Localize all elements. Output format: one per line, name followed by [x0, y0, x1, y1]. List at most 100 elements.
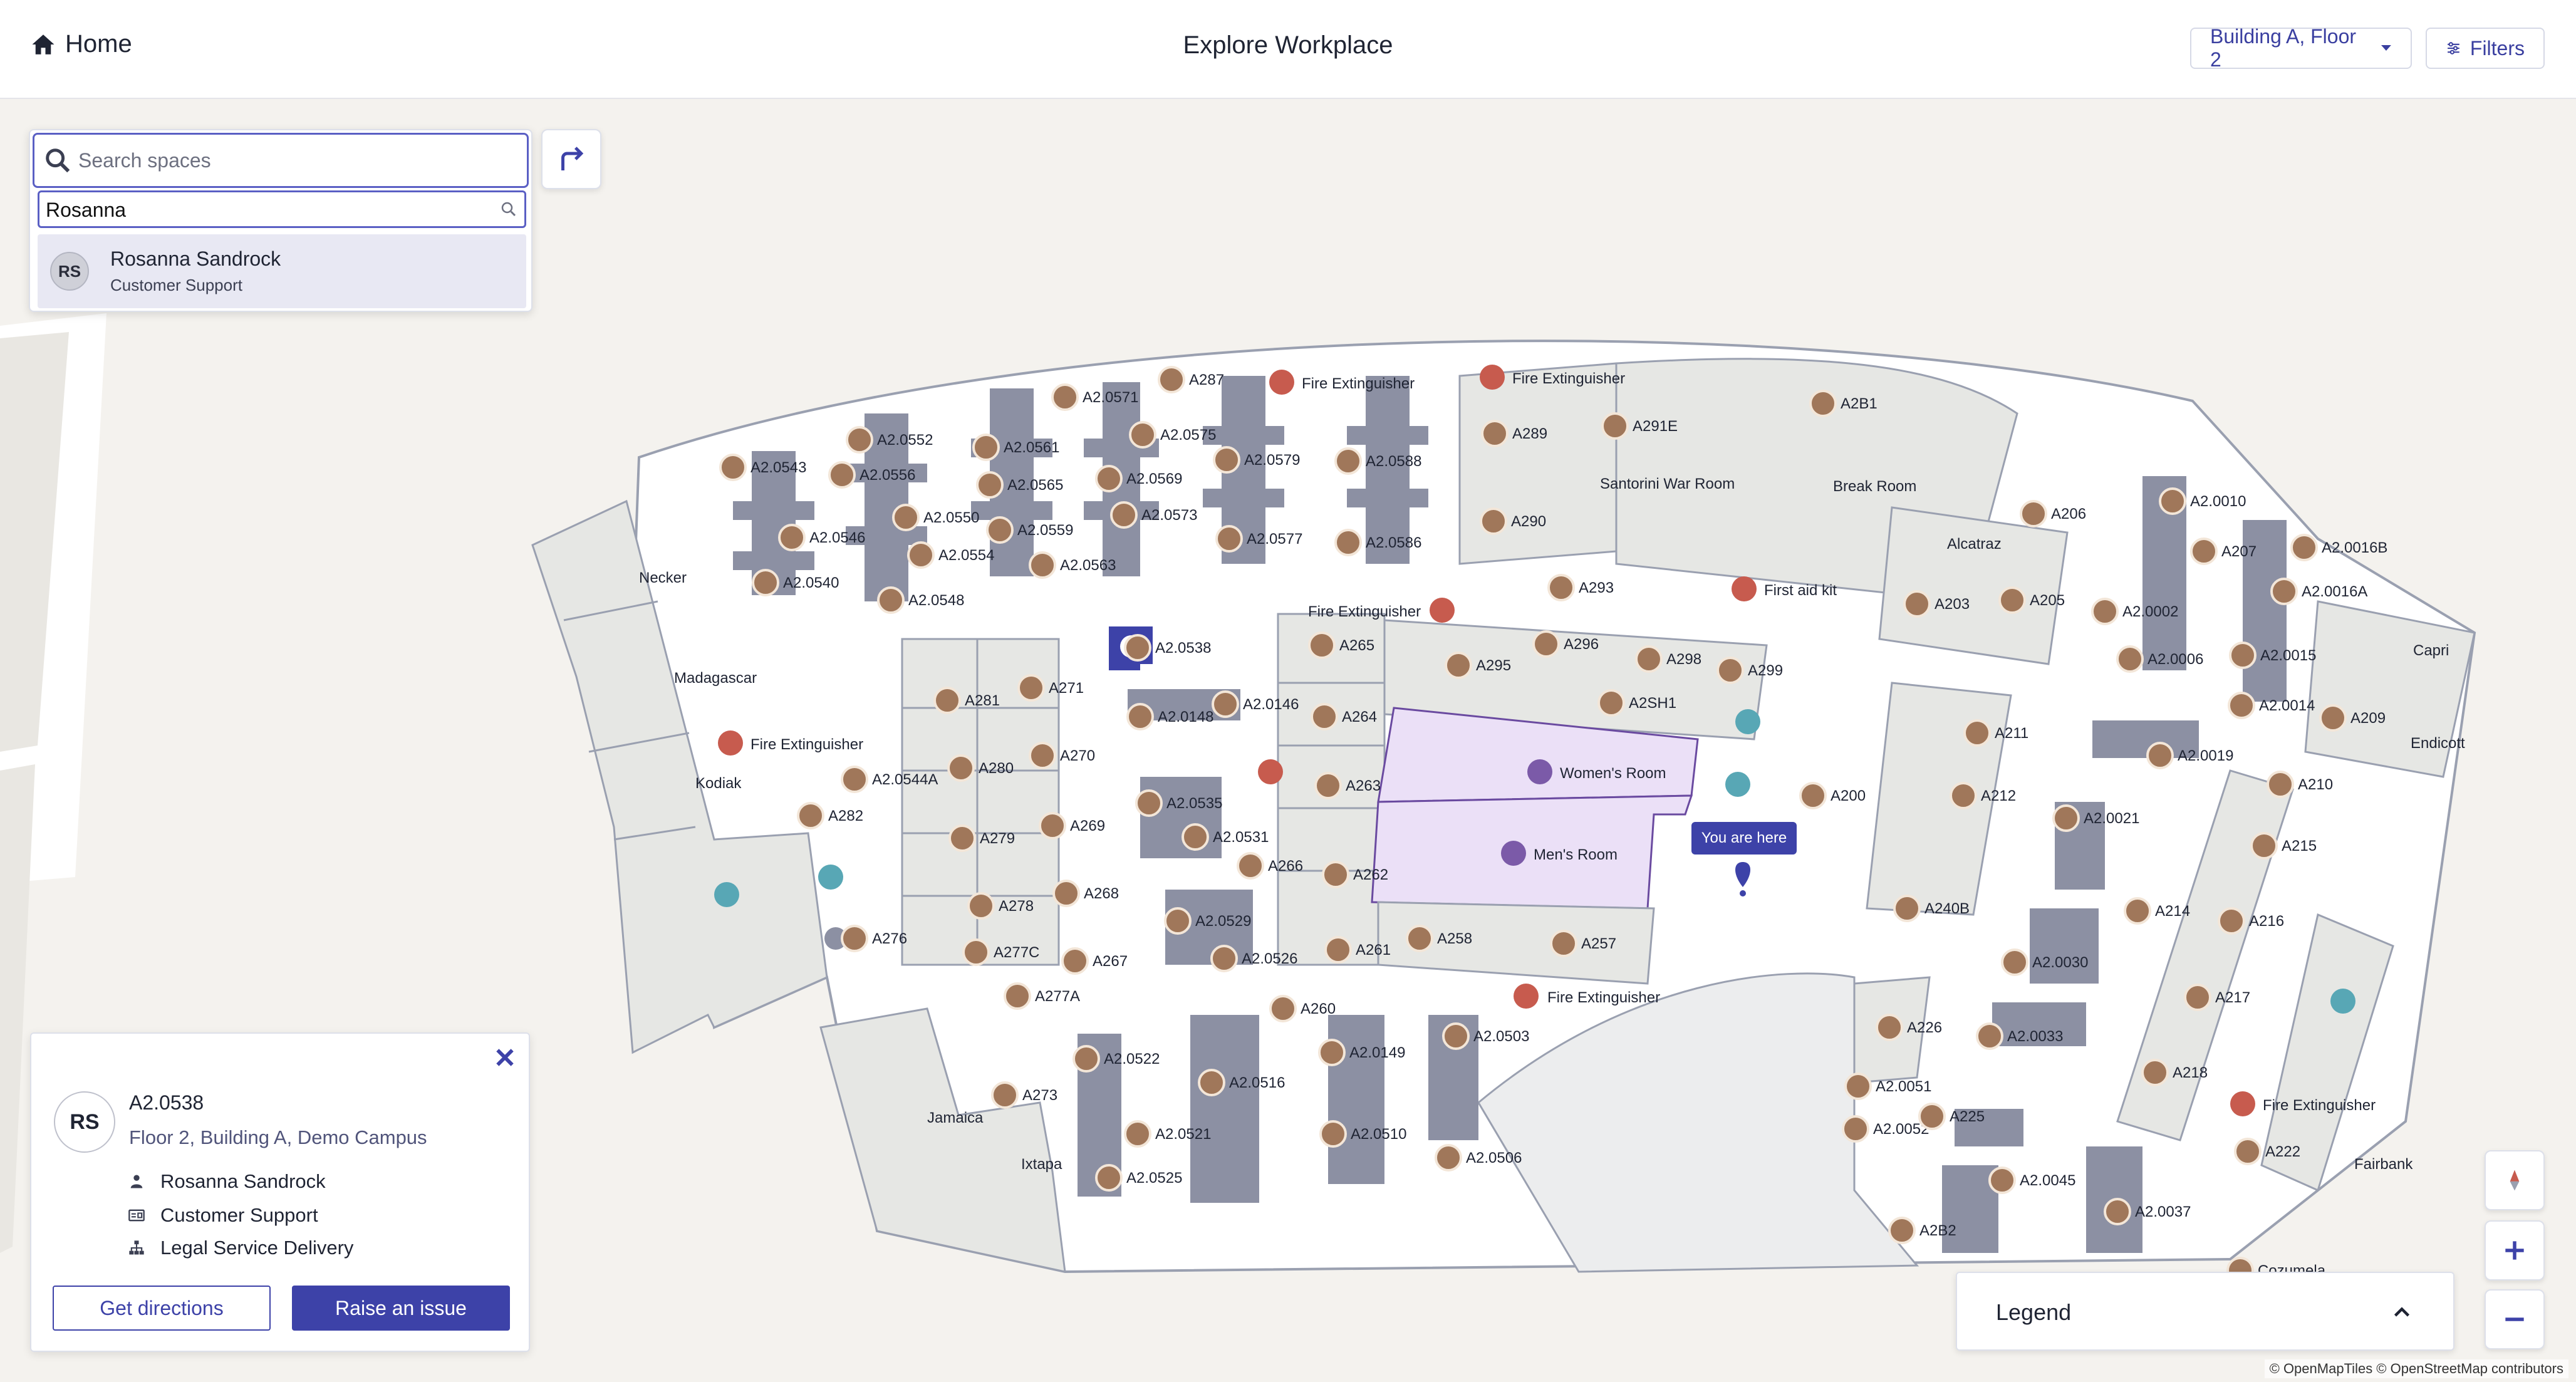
- desk-marker[interactable]: [841, 925, 868, 952]
- desk-marker[interactable]: [1237, 852, 1264, 880]
- desk-marker[interactable]: [1110, 501, 1138, 529]
- desk-marker[interactable]: [948, 824, 976, 852]
- desk-marker[interactable]: [1334, 447, 1362, 475]
- desk-marker[interactable]: [778, 524, 806, 551]
- desk-marker[interactable]: [1601, 412, 1629, 440]
- desk-marker[interactable]: [1597, 689, 1625, 717]
- desk-marker[interactable]: [1212, 690, 1239, 718]
- desk-marker[interactable]: [1547, 574, 1575, 601]
- desk-marker[interactable]: [1017, 674, 1045, 702]
- desk-marker[interactable]: [1311, 703, 1338, 730]
- desk-marker[interactable]: [1963, 719, 1991, 747]
- desk-marker[interactable]: [1998, 586, 2026, 614]
- desk-marker[interactable]: [976, 471, 1004, 499]
- desk-marker[interactable]: [1976, 1022, 2003, 1050]
- filters-button[interactable]: Filters: [2426, 28, 2545, 69]
- home-link[interactable]: Home: [30, 30, 132, 58]
- desk-marker[interactable]: [1903, 590, 1931, 618]
- desk-marker[interactable]: [2267, 771, 2294, 798]
- desk-marker[interactable]: [2229, 642, 2257, 669]
- desk-marker[interactable]: [1213, 446, 1240, 474]
- compass-button[interactable]: [2485, 1150, 2545, 1210]
- desk-marker[interactable]: [1481, 420, 1509, 447]
- desk-marker[interactable]: [2190, 538, 2218, 565]
- desk-marker[interactable]: [1095, 465, 1123, 492]
- desk-marker[interactable]: [1198, 1069, 1225, 1096]
- desk-marker[interactable]: [1988, 1166, 2016, 1194]
- desk-marker[interactable]: [1182, 823, 1209, 851]
- desk-marker[interactable]: [1842, 1115, 1869, 1143]
- floor-map[interactable]: Necker Madagascar Kodiak Jamaica Ixtapa …: [0, 99, 2576, 1382]
- desk-marker[interactable]: [2228, 692, 2255, 719]
- desk-marker[interactable]: [1029, 551, 1056, 579]
- desk-marker[interactable]: [719, 454, 747, 481]
- desk-marker[interactable]: [2052, 804, 2080, 832]
- desk-marker[interactable]: [1164, 907, 1192, 935]
- raise-issue-button[interactable]: Raise an issue: [292, 1286, 510, 1331]
- desk-marker[interactable]: [2184, 984, 2211, 1011]
- desk-marker[interactable]: [1004, 982, 1031, 1010]
- desk-marker[interactable]: [2290, 534, 2318, 561]
- search-input-wrapper[interactable]: [38, 190, 526, 228]
- desk-marker[interactable]: [1061, 947, 1089, 975]
- desk-marker[interactable]: [986, 516, 1014, 544]
- desk-marker[interactable]: [1716, 657, 1744, 684]
- directions-route-button[interactable]: [541, 129, 601, 189]
- desk-marker[interactable]: [1876, 1014, 1903, 1041]
- desk-marker[interactable]: [1126, 703, 1154, 730]
- desk-marker[interactable]: [1322, 861, 1349, 888]
- desk-marker[interactable]: [1918, 1103, 1946, 1130]
- desk-marker[interactable]: [2001, 948, 2028, 976]
- desk-marker[interactable]: [846, 426, 873, 454]
- desk-marker[interactable]: [1095, 1164, 1123, 1192]
- building-floor-selector[interactable]: Building A, Floor 2: [2190, 25, 2412, 71]
- legend-toggle[interactable]: Legend: [1956, 1272, 2454, 1351]
- search-bar[interactable]: Search spaces: [33, 133, 529, 188]
- desk-marker[interactable]: [1635, 645, 1663, 673]
- desk-marker[interactable]: [1308, 631, 1336, 659]
- desk-marker[interactable]: [907, 541, 935, 569]
- desk-marker[interactable]: [1550, 930, 1577, 957]
- desk-marker[interactable]: [2218, 907, 2245, 935]
- desk-marker[interactable]: [1950, 782, 1977, 809]
- desk-marker[interactable]: [1029, 742, 1056, 769]
- search-icon[interactable]: [499, 200, 518, 219]
- desk-marker[interactable]: [1124, 634, 1151, 662]
- desk-marker[interactable]: [1406, 925, 1433, 952]
- desk-marker[interactable]: [892, 504, 920, 531]
- desk-marker[interactable]: [1324, 936, 1352, 964]
- desk-marker[interactable]: [1215, 525, 1243, 553]
- desk-markers[interactable]: A2.0543A2.0552A2.0556A2.0561A2.0571A2.05…: [719, 366, 2387, 1284]
- desk-marker[interactable]: [2116, 645, 2144, 673]
- desk-marker[interactable]: [1480, 507, 1507, 535]
- floor-plan-svg[interactable]: Necker Madagascar Kodiak Jamaica Ixtapa …: [0, 99, 2576, 1382]
- desk-marker[interactable]: [1442, 1022, 1470, 1050]
- get-directions-button[interactable]: Get directions: [53, 1286, 271, 1331]
- desk-marker[interactable]: [1314, 772, 1342, 799]
- desk-marker[interactable]: [1158, 366, 1185, 393]
- desk-marker[interactable]: [1435, 1144, 1462, 1172]
- desk-marker[interactable]: [1844, 1073, 1872, 1100]
- close-icon[interactable]: [492, 1045, 517, 1070]
- desk-marker[interactable]: [1135, 789, 1163, 817]
- mens-room[interactable]: [1371, 794, 1693, 910]
- desk-marker[interactable]: [1039, 812, 1066, 839]
- desk-marker[interactable]: [1888, 1217, 1916, 1244]
- desk-marker[interactable]: [933, 687, 961, 714]
- desk-marker[interactable]: [2250, 832, 2278, 860]
- desk-marker[interactable]: [2104, 1198, 2131, 1225]
- desk-marker[interactable]: [2124, 897, 2151, 925]
- desk-marker[interactable]: [947, 754, 975, 782]
- search-result-item[interactable]: RS Rosanna Sandrock Customer Support: [38, 234, 526, 308]
- desk-marker[interactable]: [1052, 880, 1080, 907]
- desk-marker[interactable]: [877, 586, 905, 614]
- desk-marker[interactable]: [841, 766, 868, 793]
- zoom-out-button[interactable]: [2485, 1289, 2545, 1349]
- desk-marker[interactable]: [1210, 945, 1238, 972]
- desk-marker[interactable]: [2146, 742, 2174, 769]
- desk-marker[interactable]: [1319, 1120, 1347, 1148]
- desk-marker[interactable]: [1799, 782, 1827, 809]
- desk-marker[interactable]: [2319, 704, 2347, 732]
- desk-marker[interactable]: [1269, 995, 1297, 1022]
- desk-marker[interactable]: [2159, 487, 2186, 515]
